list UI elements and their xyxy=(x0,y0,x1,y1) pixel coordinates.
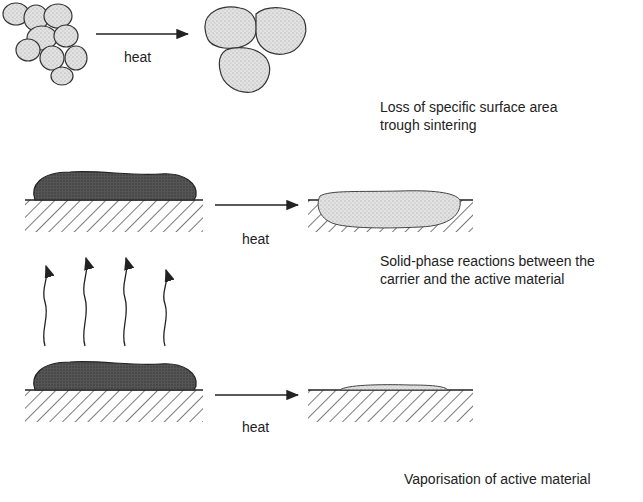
heat-arrow xyxy=(215,394,298,395)
carrier xyxy=(308,390,473,422)
caption: Vaporisation of active material xyxy=(404,470,634,488)
particle-cluster-after xyxy=(205,7,306,92)
caption: Solid-phase reactions between the carrie… xyxy=(380,252,620,288)
active-material xyxy=(34,172,196,200)
carrier xyxy=(25,200,203,232)
active-material xyxy=(34,362,196,390)
reacted-material xyxy=(318,191,460,228)
heat-label: heat xyxy=(242,230,302,248)
carrier xyxy=(25,390,203,422)
caption: Loss of specific surface area trough sin… xyxy=(380,98,580,134)
heat-arrow xyxy=(96,33,188,34)
heat-label: heat xyxy=(124,48,184,66)
residual-material xyxy=(340,385,448,390)
heat-arrow xyxy=(215,204,298,205)
heat-label: heat xyxy=(242,418,302,436)
particle-cluster-before xyxy=(3,3,87,85)
vapour-arrows xyxy=(44,258,167,346)
